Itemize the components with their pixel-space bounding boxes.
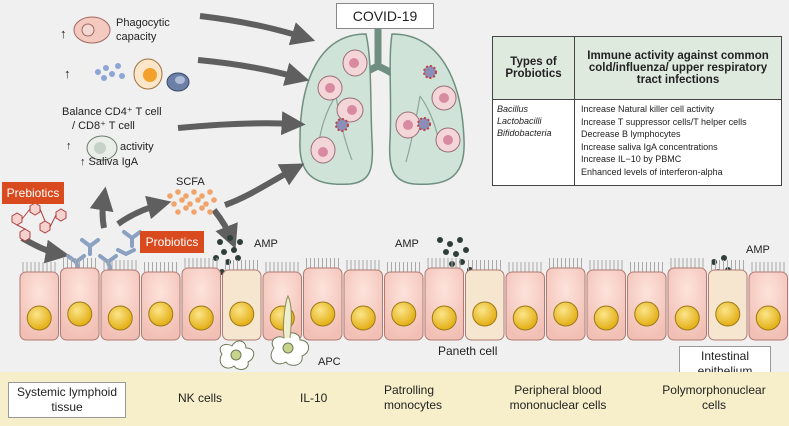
- up-arrow-phagocytic: ↑: [60, 26, 67, 41]
- up-arrow-cells: ↑: [64, 66, 71, 81]
- apc-label: APC: [318, 356, 341, 368]
- epithelial-cell: [19, 271, 59, 341]
- epithelial-cell: [627, 271, 667, 341]
- activities-cell: Increase Natural killer cell activity In…: [575, 100, 781, 186]
- activity-label: activity: [120, 141, 154, 153]
- probiotics-table: Types of Probiotics Immune activity agai…: [492, 36, 782, 186]
- epithelial-cell: [667, 267, 707, 341]
- virus-particle: [335, 118, 349, 132]
- epithelial-cell: [384, 271, 424, 341]
- scfa-particles: [167, 189, 217, 215]
- epithelial-cell: [141, 271, 181, 341]
- activity-item: Increase Natural killer cell activity: [581, 104, 715, 114]
- lung-cell: [342, 49, 368, 77]
- amp-label-3: AMP: [746, 244, 770, 256]
- up-arrow-activity: ↑: [66, 140, 72, 152]
- legend-nk-label: NK cells: [178, 391, 223, 405]
- covid-title: COVID-19: [336, 3, 434, 29]
- intestinal-epithelium: [19, 267, 788, 341]
- il10-dots-icon: [95, 63, 125, 81]
- epithelial-cell: [60, 267, 100, 341]
- paneth-cell-label: Paneth cell: [438, 344, 498, 358]
- lung-cell: [431, 85, 457, 111]
- balance-label-2: / CD8⁺ T cell: [72, 120, 135, 132]
- epithelial-cell: [586, 269, 626, 341]
- epithelial-cell: [303, 267, 343, 341]
- lungs-illustration: [299, 26, 465, 186]
- lung-cell: [317, 75, 343, 101]
- nk-cell-icon: [86, 135, 118, 161]
- epithelial-cell: [343, 269, 383, 341]
- scfa-label: SCFA: [176, 176, 205, 188]
- epithelial-cell: [181, 267, 221, 341]
- paneth-cell: [222, 269, 262, 341]
- epithelial-cell: [505, 271, 545, 341]
- apc-cell: [219, 340, 255, 370]
- probiotics-tag: Probiotics: [140, 231, 204, 253]
- legend-pbmc-label: Peripheral blood mononuclear cells: [509, 383, 607, 412]
- paneth-cell: [708, 269, 748, 341]
- epithelial-cell: [424, 267, 464, 341]
- legend-poly-label: Polymorphonuclear cells: [662, 383, 766, 412]
- table-header: Types of Probiotics Immune activity agai…: [493, 37, 781, 100]
- saliva-iga-label: ↑ Saliva IgA: [80, 156, 139, 168]
- arrows-to-lungs: [177, 13, 316, 208]
- activity-item: Enhanced levels of interferon-alpha: [581, 166, 723, 177]
- lung-cell: [435, 127, 461, 153]
- type-item: Bacillus: [497, 104, 529, 114]
- activity-item: Increase saliva IgA concentrations: [581, 141, 718, 152]
- amp-label-2: AMP: [395, 238, 419, 250]
- epithelial-cell: [262, 271, 302, 341]
- lung-cell: [336, 97, 364, 123]
- phagocytic-label: Phagocytic capacity: [116, 17, 170, 43]
- types-cell: Bacillus Lactobacilli Bifidobacteria: [493, 100, 575, 186]
- prebiotic-molecules: [11, 202, 67, 242]
- header-activity: Immune activity against common cold/infl…: [587, 50, 769, 86]
- apc-cell: [270, 294, 309, 366]
- activity-item: Increase T suppressor cells/T helper cel…: [581, 116, 747, 127]
- epithelial-cell: [100, 269, 140, 341]
- amp-label-1: AMP: [254, 238, 278, 250]
- table-body: Bacillus Lactobacilli Bifidobacteria Inc…: [493, 100, 781, 186]
- balance-label-1: Balance CD4⁺ T cell: [62, 106, 162, 118]
- systemic-lymphoid-label: Systemic lymphoid tissue: [8, 382, 126, 418]
- activity-item: Decrease B lymphocytes: [581, 129, 681, 140]
- header-types: Types of Probiotics: [493, 37, 575, 99]
- activity-item: Increase IL−10 by PBMC: [581, 154, 682, 165]
- virus-particle: [417, 117, 431, 131]
- epithelial-cell: [546, 267, 586, 341]
- virus-particle: [423, 65, 437, 79]
- legend-bar: [0, 372, 789, 426]
- type-item: Lactobacilli: [497, 116, 542, 126]
- phagocytic-cell-icon: [73, 16, 111, 44]
- microvilli: [22, 258, 785, 272]
- monocyte-icon: [133, 58, 163, 90]
- lung-cell: [310, 136, 336, 164]
- lung-cell: [395, 111, 421, 139]
- legend-il10-label: IL-10: [300, 391, 328, 405]
- prebiotics-tag: Prebiotics: [2, 182, 64, 204]
- type-item: Bifidobacteria: [497, 128, 552, 138]
- paneth-cell: [465, 269, 505, 341]
- legend-patrolling-label: Patrolling monocytes: [384, 383, 443, 412]
- epithelial-cell: [748, 271, 788, 341]
- pbmc-icon: [166, 72, 190, 92]
